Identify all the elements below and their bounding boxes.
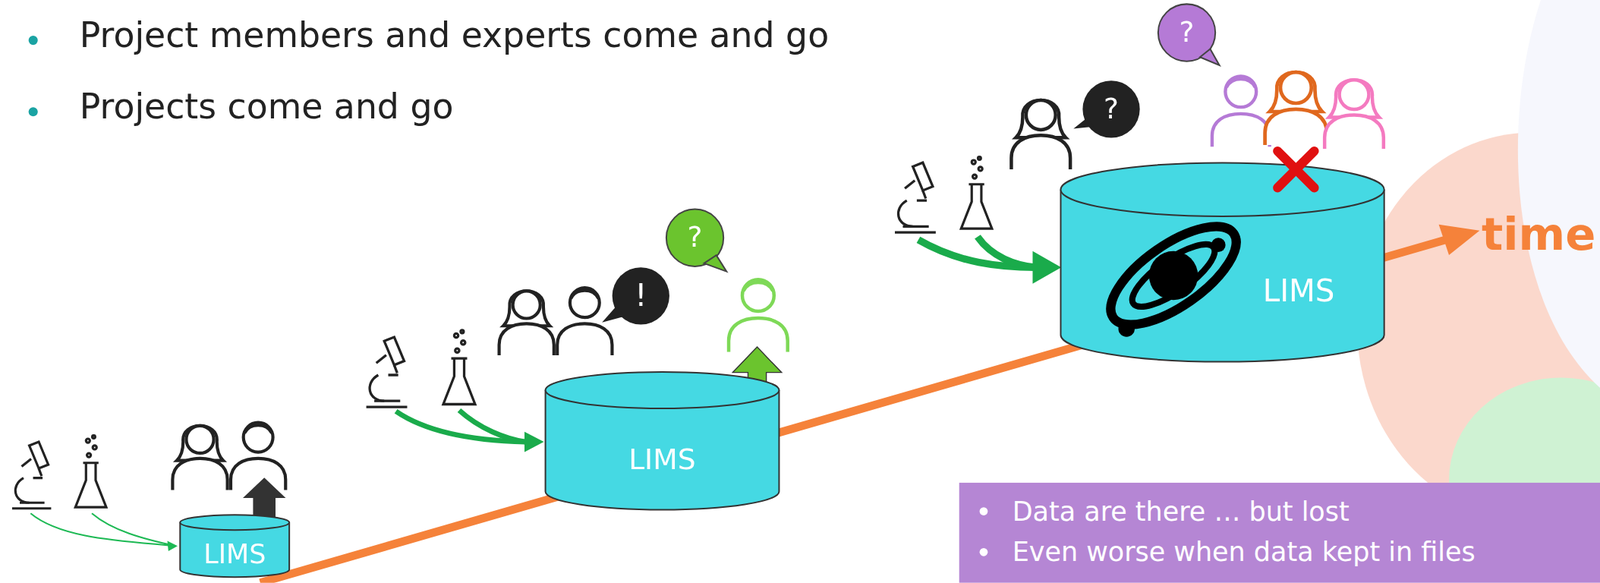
node-label: LIMS <box>1262 274 1336 308</box>
bullet-dot <box>28 107 38 117</box>
bubble-mark: ! <box>634 277 647 315</box>
note-text: Data are there … but lost <box>1012 495 1350 526</box>
note-box: Data are there … but lostEven worse when… <box>959 482 1600 583</box>
bubble-mark: ? <box>686 220 703 255</box>
note-row: Data are there … but lost <box>979 491 1591 533</box>
bubble-mark: ? <box>1103 91 1119 126</box>
black-hole-icon <box>1096 207 1252 343</box>
bullet-dot <box>28 35 38 45</box>
axis-label: time <box>1481 207 1596 262</box>
node-label: LIMS <box>628 444 696 476</box>
cylinder-top <box>179 514 290 530</box>
database-cylinder: LIMS <box>178 513 291 579</box>
cylinder-shape <box>1058 160 1386 363</box>
red-cross <box>1277 151 1314 188</box>
bullet-text: Projects come and go <box>79 85 454 128</box>
note-text: Even worse when data kept in files <box>1012 536 1476 567</box>
node-label: LIMS <box>203 540 266 570</box>
cylinder-shape <box>544 370 782 512</box>
database-cylinder: LIMS <box>544 370 782 512</box>
database-cylinder: LIMS <box>1058 160 1386 363</box>
bullet-dot <box>979 507 989 516</box>
bullet-text: Project members and experts come and go <box>79 14 829 57</box>
note-row: Even worse when data kept in files <box>979 531 1591 573</box>
bubble-mark: ? <box>1178 15 1194 50</box>
cylinder-top <box>545 371 780 409</box>
cylinder-top <box>1060 162 1384 216</box>
bullet-dot <box>979 548 989 557</box>
